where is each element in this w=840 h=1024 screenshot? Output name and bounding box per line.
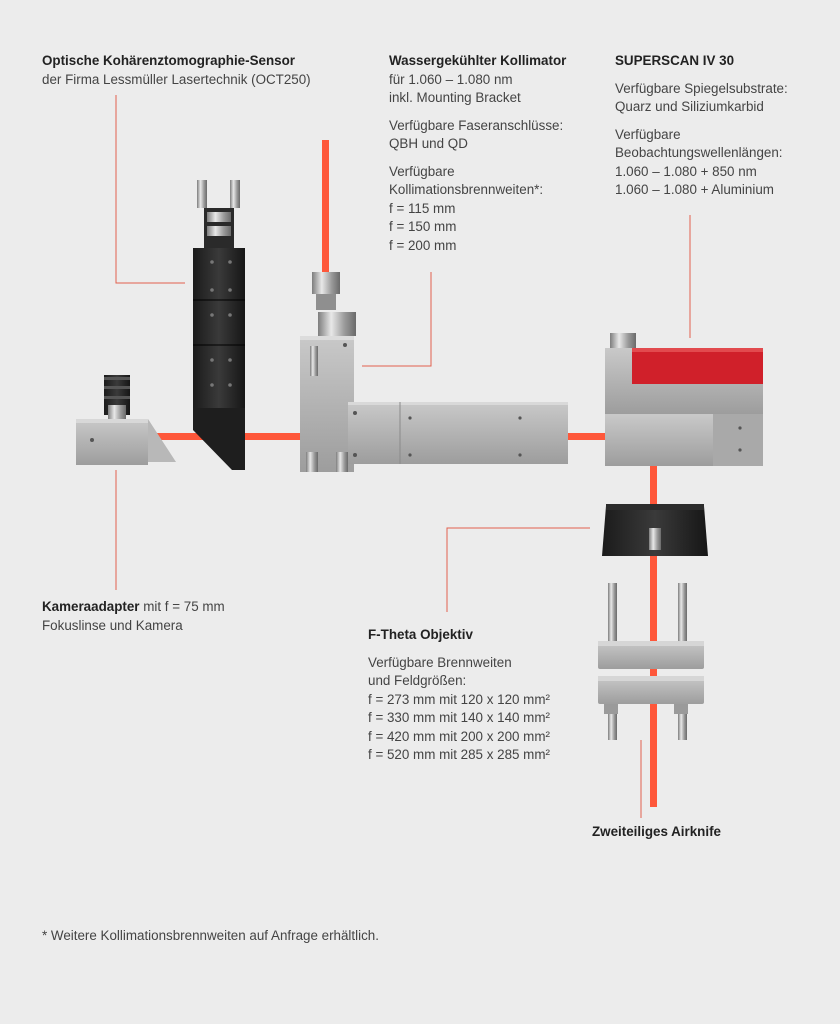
leader-lines xyxy=(115,95,691,818)
ftheta-sub-2: und Feldgrößen: xyxy=(368,673,467,688)
ftheta-title: F-Theta Objektiv xyxy=(368,627,473,642)
airknife-label: Zweiteiliges Airknife xyxy=(592,823,721,842)
kamera-description: Fokuslinse und Kamera xyxy=(42,617,183,633)
sensor-description: der Firma Lessmüller Lasertechnik (OCT25… xyxy=(42,71,311,87)
airknife-title: Zweiteiliges Airknife xyxy=(592,824,721,839)
superscan-wavelength-title-2: Beobachtungswellenlängen: xyxy=(615,145,783,160)
kamera-label: Kameraadapter mit f = 75 mm Fokuslinse u… xyxy=(42,598,225,635)
kollimator-fiber-value: QBH und QD xyxy=(389,136,468,151)
ftheta-value: f = 273 mm mit 120 x 120 mm² xyxy=(368,691,550,707)
ftheta-value: f = 330 mm mit 140 x 140 mm² xyxy=(368,710,550,725)
kollimator-focal-value: f = 150 mm xyxy=(389,219,457,234)
kollimator-label: Wassergekühlter Kollimator für 1.060 – 1… xyxy=(389,52,566,255)
kollimator-line-1: für 1.060 – 1.080 nm xyxy=(389,71,513,87)
kollimator-focal-title-2: Kollimationsbrennweiten*: xyxy=(389,182,544,197)
ftheta-lens xyxy=(602,504,708,556)
airknife xyxy=(598,583,704,740)
laser-vertical-collimator xyxy=(322,140,329,290)
kollimator-title: Wassergekühlter Kollimator xyxy=(389,53,567,68)
superscan-title: SUPERSCAN IV 30 xyxy=(615,53,735,68)
kamera-title-rest: mit f = 75 mm xyxy=(139,599,225,614)
superscan-substrates-value: Quarz und Siliziumkarbid xyxy=(615,99,764,114)
sensor-label: Optische Kohärenztomographie-Sensor der … xyxy=(42,52,311,89)
kollimator-focal-title-1: Verfügbare xyxy=(389,163,455,179)
collimator xyxy=(300,272,568,472)
superscan-wavelength-value: 1.060 – 1.080 + Aluminium xyxy=(615,182,774,197)
kollimator-line-2: inkl. Mounting Bracket xyxy=(389,90,521,105)
oct-sensor xyxy=(193,180,245,470)
superscan-wavelength-title-1: Verfügbare xyxy=(615,126,681,142)
kollimator-fiber-title: Verfügbare Faseranschlüsse: xyxy=(389,117,564,133)
ftheta-label: F-Theta Objektiv Verfügbare Brennweiten … xyxy=(368,626,550,765)
superscan-substrates-title: Verfügbare Spiegelsubstrate: xyxy=(615,80,788,96)
camera-adapter xyxy=(76,375,176,465)
leader-sensor xyxy=(115,95,185,284)
kamera-title: Kameraadapter xyxy=(42,599,140,614)
ftheta-sub-1: Verfügbare Brennweiten xyxy=(368,654,512,670)
leader-ftheta xyxy=(446,527,590,612)
kollimator-focal-value: f = 115 mm xyxy=(389,200,456,216)
kollimator-focal-value: f = 200 mm xyxy=(389,237,457,253)
laser-vertical-output xyxy=(650,462,657,807)
superscan-wavelength-value: 1.060 – 1.080 + 850 nm xyxy=(615,163,757,179)
sensor-title: Optische Kohärenztomographie-Sensor xyxy=(42,53,295,68)
ftheta-value: f = 520 mm mit 285 x 285 mm² xyxy=(368,747,550,762)
footnote: * Weitere Kollimationsbrennweiten auf An… xyxy=(42,928,379,943)
leader-kollimator xyxy=(362,272,432,367)
ftheta-value: f = 420 mm mit 200 x 200 mm² xyxy=(368,728,550,744)
superscan-head xyxy=(605,333,763,466)
superscan-label: SUPERSCAN IV 30 Verfügbare Spiegelsubstr… xyxy=(615,52,788,200)
